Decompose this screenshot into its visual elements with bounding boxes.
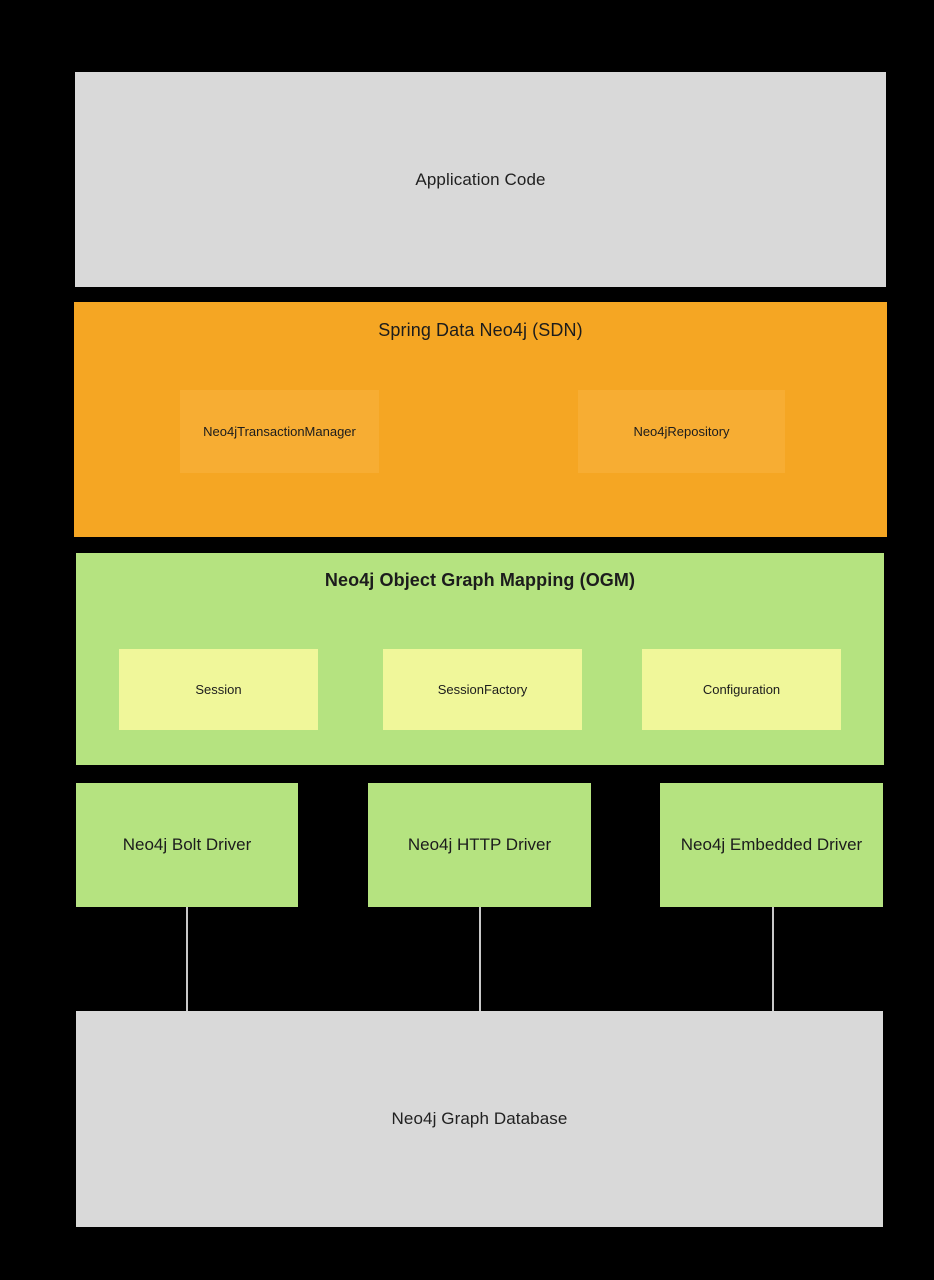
layer-neo4j-graph-database: Neo4j Graph Database [76,1011,883,1227]
component-neo4j-transaction-manager-label: Neo4jTransactionManager [203,424,356,439]
component-configuration-label: Configuration [702,682,781,697]
component-session-factory: SessionFactory [383,649,582,730]
driver-box-http-label: Neo4j HTTP Driver [407,835,552,854]
component-neo4j-transaction-manager: Neo4jTransactionManager [180,390,379,473]
layer-application-code-label: Application Code [415,169,546,189]
driver-box-bolt-label: Neo4j Bolt Driver [122,835,252,854]
driver-box-bolt: Neo4j Bolt Driver [76,783,298,907]
layer-spring-data-neo4j-title: Spring Data Neo4j (SDN) [378,320,583,340]
driver-box-embedded-label: Neo4j Embedded Driver [680,835,863,854]
driver-box-http: Neo4j HTTP Driver [368,783,591,907]
component-configuration: Configuration [642,649,841,730]
layer-neo4j-ogm: Neo4j Object Graph Mapping (OGM) Session… [76,553,884,765]
connector-line-embedded-to-database [772,907,774,1011]
connector-line-bolt-to-database [186,907,188,1011]
component-neo4j-repository: Neo4jRepository [578,390,785,473]
component-session-factory-label: SessionFactory [437,682,528,697]
layer-neo4j-graph-database-label: Neo4j Graph Database [391,1109,568,1128]
layer-neo4j-ogm-title: Neo4j Object Graph Mapping (OGM) [324,570,636,590]
connector-line-http-to-database [479,907,481,1011]
layer-application-code: Application Code [75,72,886,287]
component-session: Session [119,649,318,730]
component-neo4j-repository-label: Neo4jRepository [633,424,730,439]
component-session-label: Session [195,682,242,697]
layer-spring-data-neo4j: Spring Data Neo4j (SDN) Neo4jTransaction… [74,302,887,537]
driver-box-embedded: Neo4j Embedded Driver [660,783,883,907]
